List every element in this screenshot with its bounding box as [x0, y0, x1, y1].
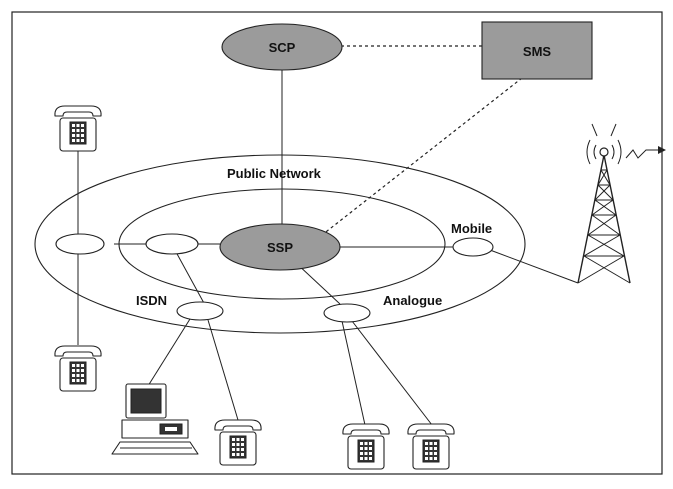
analogue-switch-node [323, 303, 371, 323]
left-switch-node [55, 233, 105, 255]
ssp-label: SSP [267, 240, 293, 255]
mobile-switch-node [452, 237, 494, 257]
public-network-outer-ring [34, 154, 526, 334]
computer-icon [111, 383, 199, 455]
inner-switch-node [145, 233, 199, 255]
sms-label: SMS [523, 44, 552, 59]
scp-label: SCP [269, 40, 296, 55]
analogue-label: Analogue [383, 293, 442, 308]
isdn-label: ISDN [136, 293, 167, 308]
sms-box [481, 21, 593, 80]
public-network-label: Public Network [227, 166, 322, 181]
connection-lines [77, 45, 579, 426]
ssp-node [219, 223, 341, 271]
scp-node [221, 23, 343, 71]
radio-mast-icon [577, 123, 666, 284]
mobile-label: Mobile [451, 221, 492, 236]
public-network-inner-ring [118, 188, 446, 300]
isdn-switch-node [176, 301, 224, 321]
